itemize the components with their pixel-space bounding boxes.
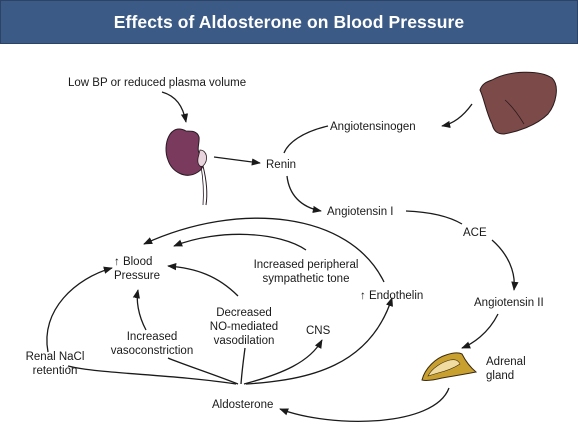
endothelin-label: ↑ Endothelin [360,290,424,302]
angiotensin-i-label: Angiotensin I [327,206,394,218]
angiotensinogen-label: Angiotensinogen [330,121,416,133]
arrow-aldosterone-to-renal [67,365,237,385]
arrow-aldosterone-to-endothelin [245,297,393,385]
renal-nacl-retention-label: Renal NaCl retention [25,351,85,377]
liver-icon [479,71,557,135]
kidney-icon [165,128,208,206]
arrow-angiotensin-ii-to-adrenal [461,313,499,349]
arrow-angiotensin-i-to-ace [405,210,463,225]
diagram-title: Effects of Aldosterone on Blood Pressure [113,11,465,32]
arrow-ace-to-angiotensin-ii [491,239,519,291]
decreased-no-vasodilation-label: Decreased NO-mediated vasodilation [209,307,279,347]
title-bar: Effects of Aldosterone on Blood Pressure [0,0,578,44]
arrow-aldosterone-to-vasoconstriction [167,357,239,385]
renin-label: Renin [266,159,297,171]
arrow-renin-to-angiotensin-i [286,175,322,214]
ace-label: ACE [463,227,487,239]
arrow-vasoconstriction-to-bp [132,289,147,331]
arrow-no-to-bp [167,262,239,297]
blood-pressure-label: ↑ Blood Pressure [114,256,161,282]
arrow-liver-to-angiotensinogen [441,103,473,128]
aldosterone-label: Aldosterone [212,399,274,411]
arrow-renal-to-bp [46,266,113,353]
arrow-sympathetic-to-bp [173,233,307,251]
arrow-adrenal-to-aldosterone [279,387,450,422]
arrow-angiotensinogen-to-renin [283,125,329,154]
low-bp-label: Low BP or reduced plasma volume [68,77,247,89]
arrow-aldosterone-to-cns [243,339,323,385]
cns-label: CNS [306,325,331,337]
arrow-aldosterone-to-no [240,347,246,385]
angiotensin-ii-label: Angiotensin II [474,297,544,309]
adrenal-gland-label: Adrenal gland [486,356,526,382]
arrow-lowbp-to-kidney [161,91,189,123]
arrow-kidney-to-renin [213,156,261,166]
arrow-endothelin-to-bp [143,217,385,283]
sympathetic-tone-label: Increased peripheral sympathetic tone [253,259,359,285]
increased-vasoconstriction-label: Increased vasoconstriction [110,331,194,357]
adrenal-gland-icon [421,352,478,381]
